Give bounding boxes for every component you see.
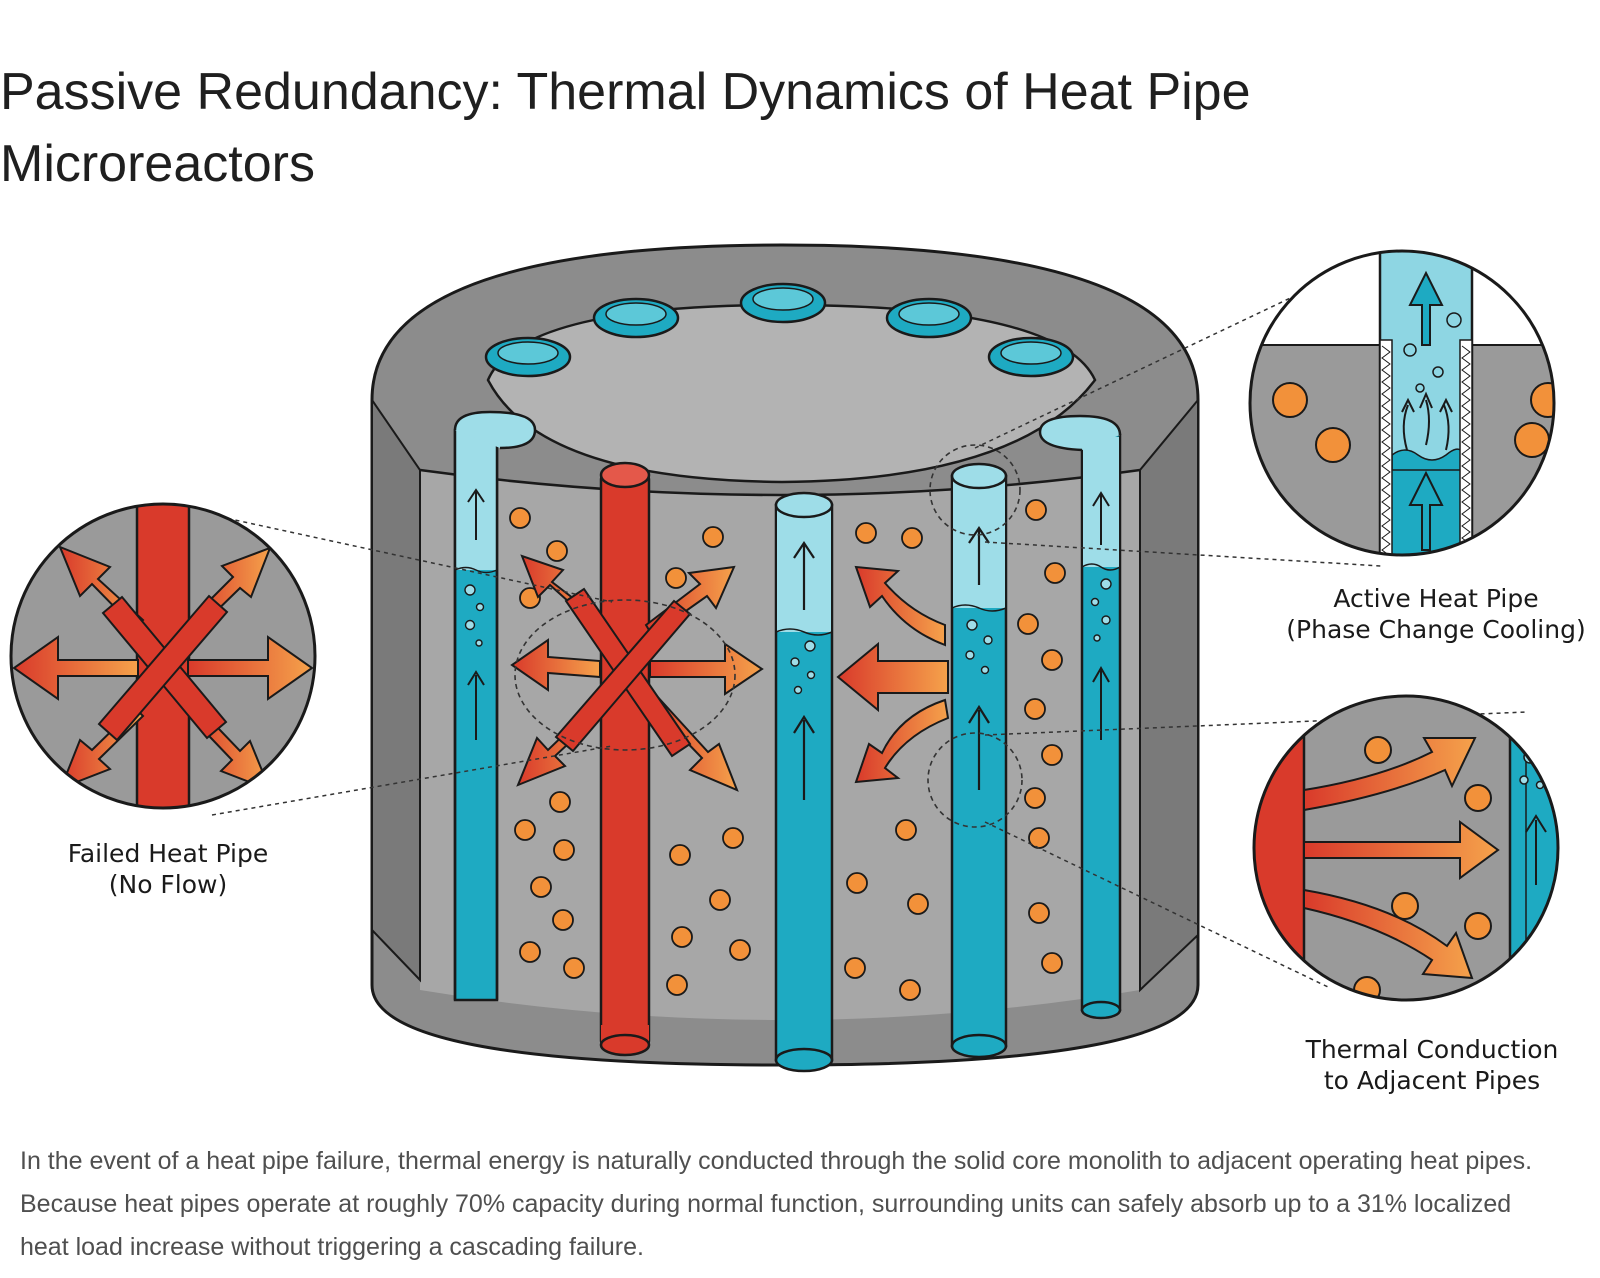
heat-flow-arrows-absorbed <box>836 565 950 784</box>
conduction-zoom <box>1252 694 1560 1002</box>
active-heat-pipe-far-right <box>1038 414 1122 1020</box>
fuel-particles <box>509 499 1066 1001</box>
failed-pipe-label-line2: (No Flow) <box>109 870 228 899</box>
reactor-diagram: Failed Heat Pipe (No Flow) Active Heat P… <box>0 230 1600 1110</box>
page-title: Passive Redundancy: Thermal Dynamics of … <box>0 63 1251 193</box>
conduction-label-line2: to Adjacent Pipes <box>1324 1066 1540 1095</box>
callout-markers <box>514 444 1023 828</box>
failed-pipe-label-line1: Failed Heat Pipe <box>68 839 268 868</box>
failed-pipe-label: Failed Heat Pipe (No Flow) <box>68 839 268 899</box>
active-heat-pipe-left <box>453 410 537 1002</box>
failed-heat-pipe <box>599 461 651 1057</box>
figure-caption: In the event of a heat pipe failure, the… <box>20 1147 1533 1261</box>
conduction-label: Thermal Conduction to Adjacent Pipes <box>1305 1035 1559 1095</box>
active-pipe-label-line1: Active Heat Pipe <box>1333 584 1538 613</box>
pipe-openings <box>484 282 1075 378</box>
active-heat-pipe-right <box>950 462 1008 1059</box>
heat-flow-arrows-failed <box>510 554 764 792</box>
conduction-label-line1: Thermal Conduction <box>1305 1035 1559 1064</box>
active-heat-pipe-center <box>774 491 834 1073</box>
active-pipe-label-line2: (Phase Change Cooling) <box>1286 615 1585 644</box>
active-pipe-label: Active Heat Pipe (Phase Change Cooling) <box>1286 584 1585 644</box>
active-pipe-zoom <box>1248 249 1556 557</box>
failed-pipe-zoom <box>9 502 317 810</box>
